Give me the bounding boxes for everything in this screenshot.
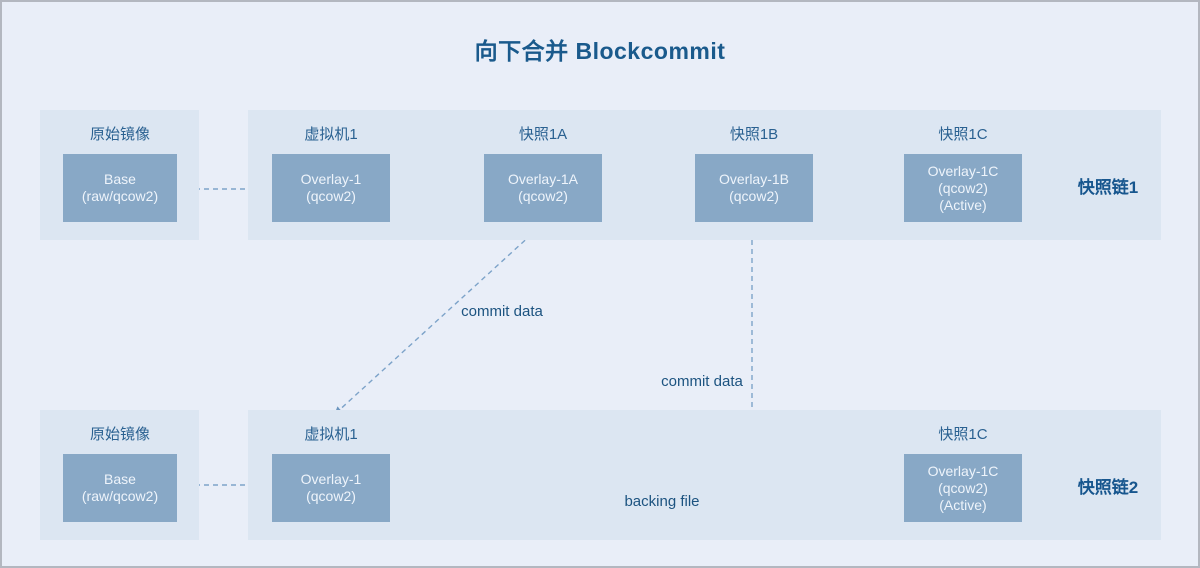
- commit-data-label-1: commit data: [461, 303, 543, 320]
- box-line: Overlay-1C: [927, 462, 999, 479]
- diagram-title: 向下合并 Blockcommit: [474, 38, 726, 64]
- box-line: (qcow2): [938, 179, 988, 196]
- box-line: (qcow2): [306, 488, 356, 504]
- chain1-origin-label: 原始镜像: [89, 126, 150, 143]
- box-line: Overlay-1A: [507, 171, 579, 187]
- chain1-snap1a-label: 快照1A: [518, 126, 568, 143]
- box-line: (qcow2): [729, 188, 779, 204]
- chain2-overlay1c-node: 快照1C Overlay-1C (qcow2) (Active): [904, 424, 1022, 522]
- chain1-snap1b-label: 快照1B: [729, 126, 779, 143]
- chain2-overlay1-node: 虚拟机1 Overlay-1 (qcow2): [272, 424, 390, 522]
- chain1-base-box: Base (raw/qcow2): [63, 154, 177, 222]
- chain1-overlay1-node: 虚拟机1 Overlay-1 (qcow2): [272, 124, 390, 222]
- box-line: (qcow2): [518, 188, 568, 204]
- commit-data-label-2: commit data: [661, 373, 743, 390]
- chain1-overlay1b-node: 快照1B Overlay-1B (qcow2): [695, 124, 813, 222]
- chain1-overlay1c-box: Overlay-1C (qcow2) (Active): [904, 154, 1022, 222]
- chain2-panel: 虚拟机1 Overlay-1 (qcow2) 快照1C Overlay-1C (…: [248, 410, 1161, 540]
- chain1-vm1-label: 虚拟机1: [304, 126, 358, 143]
- box-line: Overlay-1: [300, 171, 362, 187]
- box-line: (raw/qcow2): [81, 188, 159, 204]
- chain2-overlay1c-box: Overlay-1C (qcow2) (Active): [904, 454, 1022, 522]
- chain1-overlay1c-node: 快照1C Overlay-1C (qcow2) (Active): [904, 124, 1022, 222]
- chain1-title: 快照链1: [1077, 178, 1139, 197]
- chain2-base-node: 原始镜像 Base (raw/qcow2): [63, 424, 177, 522]
- box-line: (Active): [939, 196, 987, 213]
- box-line: (qcow2): [306, 188, 356, 204]
- chain1-base-node: 原始镜像 Base (raw/qcow2): [63, 124, 177, 222]
- chain1-overlay1-box: Overlay-1 (qcow2): [272, 154, 390, 222]
- chain1-overlay1a-box: Overlay-1A (qcow2): [484, 154, 602, 222]
- chain2-overlay1-box: Overlay-1 (qcow2): [272, 454, 390, 522]
- chain2-base-box: Base (raw/qcow2): [63, 454, 177, 522]
- chain1-overlay1a-node: 快照1A Overlay-1A (qcow2): [484, 124, 602, 222]
- box-line: (raw/qcow2): [81, 488, 159, 504]
- box-line: (Active): [939, 496, 987, 513]
- chain1-overlay1b-box: Overlay-1B (qcow2): [695, 154, 813, 222]
- backing-file-label: backing file: [624, 493, 700, 510]
- chain2-origin-label: 原始镜像: [89, 426, 150, 443]
- chain2-vm1-label: 虚拟机1: [304, 426, 358, 443]
- box-line: Overlay-1: [300, 471, 362, 487]
- box-line: (qcow2): [938, 479, 988, 496]
- chain2-origin-panel: 原始镜像 Base (raw/qcow2): [40, 410, 199, 540]
- chain1-panel: 虚拟机1 Overlay-1 (qcow2) 快照1A Overlay-1A (…: [248, 110, 1161, 240]
- box-line: Base: [104, 171, 136, 187]
- chain2-title: 快照链2: [1077, 478, 1139, 497]
- box-line: Overlay-1C: [927, 162, 999, 179]
- chain1-origin-panel: 原始镜像 Base (raw/qcow2): [40, 110, 199, 240]
- box-line: Base: [104, 471, 136, 487]
- box-line: Overlay-1B: [718, 171, 790, 187]
- chain1-snap1c-label: 快照1C: [938, 126, 988, 143]
- chain2-snap1c-label: 快照1C: [938, 426, 988, 443]
